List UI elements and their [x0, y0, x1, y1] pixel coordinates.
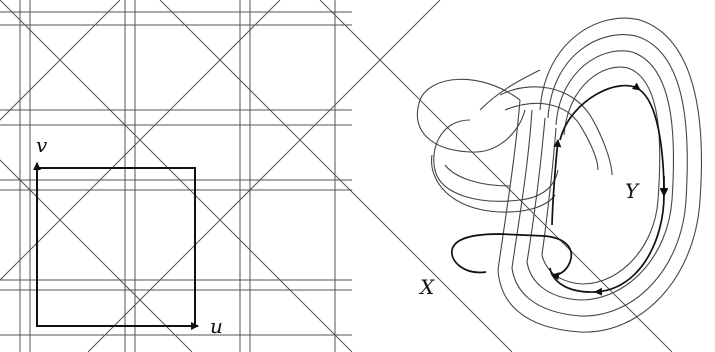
x-curve	[451, 233, 573, 281]
lattice-diagonal-line	[0, 159, 193, 352]
outer-loop-4	[541, 66, 661, 285]
torus-inner	[444, 164, 511, 187]
center-strand-1	[497, 99, 521, 271]
lattice-diagonal-line	[0, 0, 281, 281]
outer-loop-2	[511, 34, 688, 317]
x-curve-label: X	[418, 275, 435, 299]
lattice-diagonal-line	[0, 0, 353, 352]
lattice-diagonal-line	[159, 0, 513, 352]
lattice-diagonal-line	[319, 0, 673, 352]
torus-body-top	[433, 119, 559, 202]
overpass-band-3	[479, 69, 541, 111]
lattice-diagonal-line	[0, 0, 121, 121]
center-strand-2	[511, 109, 533, 269]
lattice-panel: v u	[0, 0, 673, 352]
v-axis-label: v	[36, 133, 48, 157]
y-curve	[551, 139, 562, 226]
lattice-diagonal-line	[87, 0, 441, 352]
outer-loop-1	[497, 17, 702, 333]
link-diagram-panel: X Y	[416, 17, 702, 333]
y-curve-label: Y	[625, 179, 640, 203]
fundamental-domain	[36, 167, 196, 327]
torus-body-bottom	[431, 154, 556, 213]
torus-outer	[416, 78, 526, 153]
outer-loop-3	[526, 50, 675, 301]
lattice-lines	[0, 0, 673, 352]
u-axis-label: u	[210, 314, 223, 338]
center-strand-3	[526, 117, 546, 263]
